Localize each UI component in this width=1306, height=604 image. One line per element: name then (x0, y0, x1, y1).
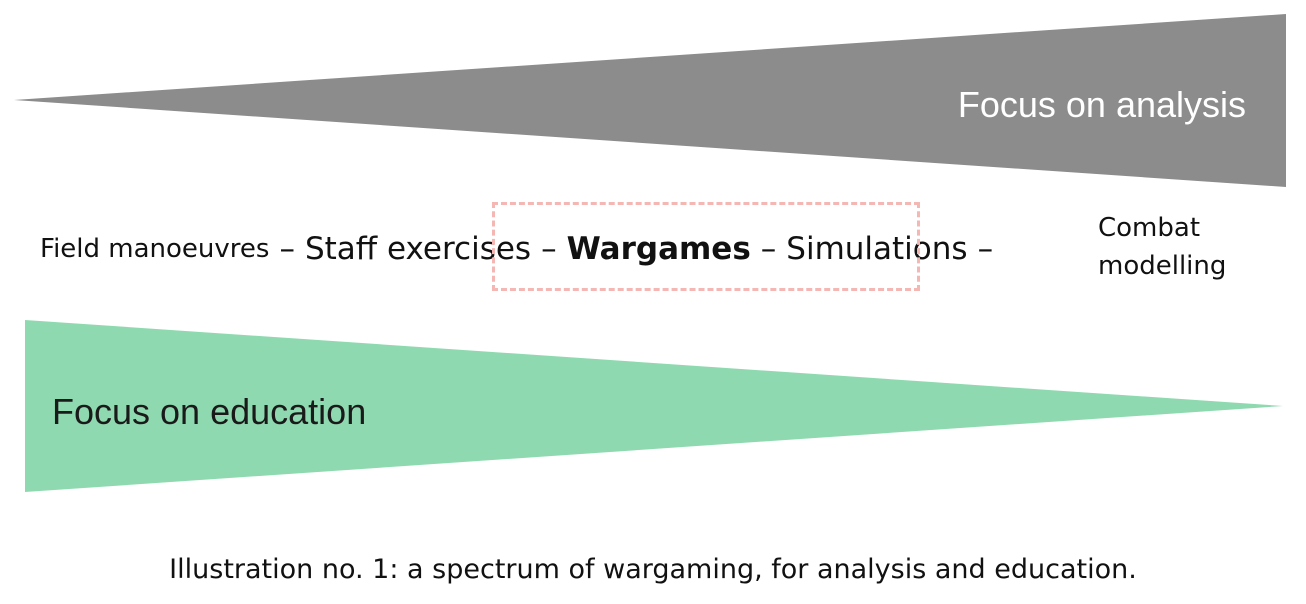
analysis-wedge (14, 14, 1286, 187)
term-combat-line1: Combat (1098, 213, 1201, 243)
separator: – (541, 231, 557, 267)
term-simulations: Simulations (786, 231, 968, 267)
education-wedge-label: Focus on education (52, 391, 367, 432)
term-combat-line2: modelling (1098, 250, 1227, 281)
analysis-wedge-label: Focus on analysis (957, 84, 1246, 125)
term-staff-exercises: Staff exercises (304, 231, 532, 267)
separator: – (279, 231, 295, 267)
education-wedge (25, 320, 1283, 492)
spectrum-row: Field manoeuvres – Staff exercises – War… (40, 226, 1003, 272)
separator: – (977, 231, 994, 267)
term-combat-modelling: Combat modelling (1098, 210, 1226, 285)
figure-caption: Illustration no. 1: a spectrum of wargam… (169, 554, 1137, 585)
term-field-manoeuvres: Field manoeuvres (40, 234, 270, 264)
term-wargames: Wargames (566, 231, 751, 267)
separator: – (760, 231, 777, 267)
